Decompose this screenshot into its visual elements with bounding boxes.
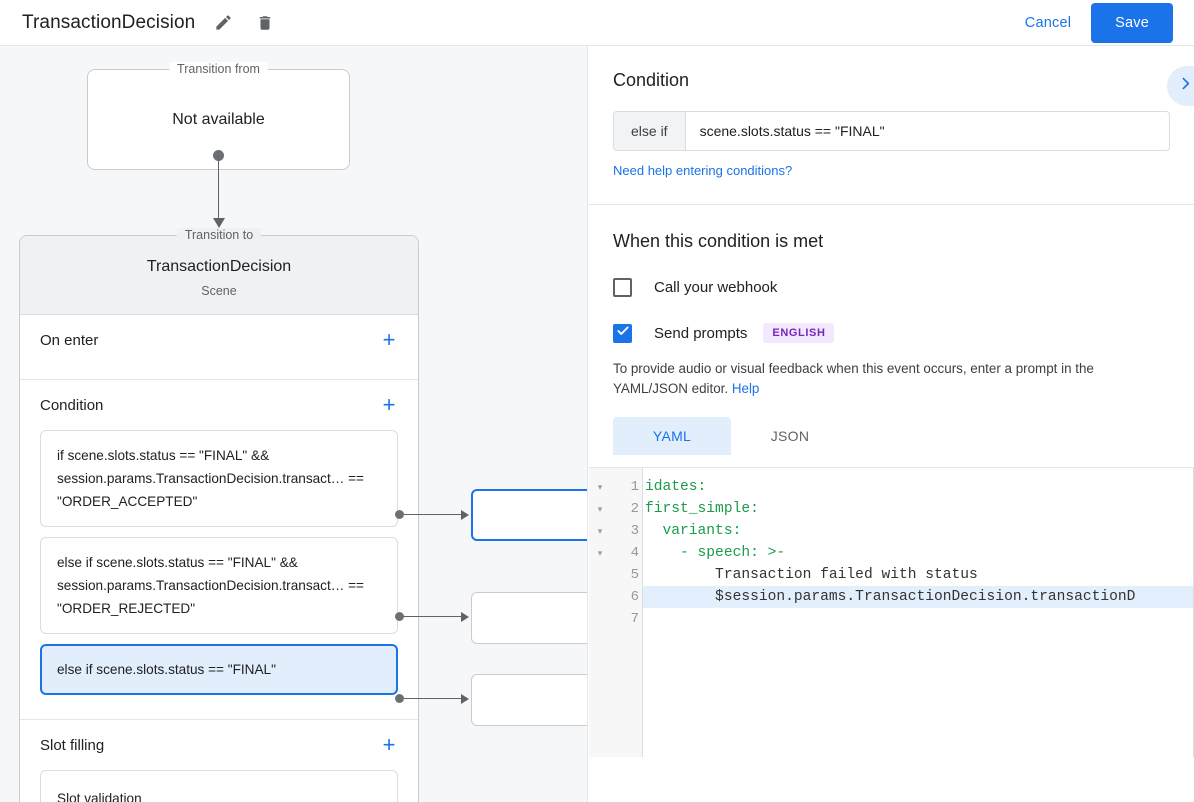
scene-header: Transition to TransactionDecision Scene [20, 228, 418, 315]
transition-connector-arrowhead [213, 218, 225, 228]
section-header: On enter + [20, 315, 418, 365]
add-slot-filling-button[interactable]: + [382, 732, 396, 757]
send-prompts-row[interactable]: Send prompts ENGLISH [613, 323, 1170, 343]
top-bar: TransactionDecision Cancel Save [0, 0, 1194, 46]
section-condition: Condition + if scene.slots.status == "FI… [20, 380, 418, 720]
call-webhook-label: Call your webhook [654, 279, 778, 296]
prompts-description: To provide audio or visual feedback when… [613, 359, 1170, 399]
scene-name: TransactionDecision [146, 258, 292, 275]
condition-heading: Condition [613, 70, 690, 90]
section-on-enter: On enter + [20, 315, 418, 380]
scene-panel: Transition to TransactionDecision Scene … [19, 228, 419, 802]
condition-list-item[interactable]: else if scene.slots.status == "FINAL" &&… [40, 537, 398, 634]
fold-toggle-icon [589, 608, 611, 630]
prompts-description-text: To provide audio or visual feedback when… [613, 361, 1094, 396]
fold-toggle-icon [589, 586, 611, 608]
transition-from-legend: Transition from [169, 62, 268, 76]
line-number: 6 [630, 589, 639, 605]
section-slot-filling: Slot filling + Slot validation [20, 720, 418, 802]
line-number: 5 [630, 567, 639, 583]
language-badge: ENGLISH [763, 323, 835, 343]
scene-graph-canvas[interactable]: Transition from Not available Transition… [0, 46, 588, 802]
line-number: 4 [630, 545, 639, 561]
code-line: - speech: >- [645, 545, 786, 561]
condition-input[interactable] [685, 112, 1169, 150]
condition-prefix-label: else if [614, 112, 686, 150]
code-line [643, 608, 1194, 630]
line-number: 1 [630, 479, 639, 495]
condition-list-item-selected[interactable]: else if scene.slots.status == "FINAL" [40, 644, 398, 695]
editor-format-tabs: YAML JSON [613, 417, 1170, 455]
fold-toggle-icon[interactable]: ▾ [597, 481, 603, 492]
condition-output-node[interactable] [395, 510, 404, 519]
transition-from-value: Not available [172, 110, 265, 128]
webhook-row[interactable]: Call your webhook [613, 278, 1170, 297]
pencil-icon [214, 13, 233, 32]
scene-type: Scene [201, 284, 237, 298]
target-node-selected[interactable] [471, 489, 587, 541]
page-title: TransactionDecision [22, 11, 196, 33]
when-condition-met-section: When this condition is met Call your web… [589, 205, 1194, 455]
fold-gutter: ▾ ▾ ▾ ▾ [589, 468, 611, 757]
target-node[interactable] [471, 674, 587, 726]
condition-editor-section: Condition else if Need help entering con… [589, 46, 1194, 205]
sidebar-item-on-enter: On enter [40, 331, 99, 349]
connector-arrowhead [461, 510, 469, 520]
condition-output-node[interactable] [395, 612, 404, 621]
delete-button[interactable] [251, 9, 279, 37]
connector-arrowhead [461, 694, 469, 704]
target-node[interactable] [471, 592, 587, 644]
connector-arrowhead [461, 612, 469, 622]
sidebar-item-slot-filling: Slot filling [40, 736, 105, 754]
section-header: Condition + [20, 380, 418, 430]
line-number: 7 [630, 611, 639, 627]
add-on-enter-button[interactable]: + [382, 327, 396, 352]
code-line: first_simple: [645, 501, 759, 517]
code-editor[interactable]: ▾ ▾ ▾ ▾ 1 2 3 4 5 6 7 idates: first_simp… [589, 467, 1194, 757]
connector-line [404, 514, 462, 515]
save-button[interactable]: Save [1091, 2, 1173, 43]
line-number-gutter: 1 2 3 4 5 6 7 [611, 468, 643, 757]
tab-yaml[interactable]: YAML [613, 417, 731, 455]
condition-list-item[interactable]: if scene.slots.status == "FINAL" && sess… [40, 430, 398, 527]
when-condition-met-heading: When this condition is met [613, 231, 824, 251]
fold-toggle-icon[interactable]: ▾ [597, 547, 603, 558]
prompts-help-link[interactable]: Help [731, 381, 760, 396]
sidebar-item-condition: Condition [40, 396, 104, 414]
trash-icon [256, 14, 274, 32]
code-line-highlighted: $session.params.TransactionDecision.tran… [643, 586, 1194, 608]
line-number: 2 [630, 501, 639, 517]
slot-validation-item[interactable]: Slot validation [40, 770, 398, 802]
fold-toggle-icon[interactable]: ▾ [597, 503, 603, 514]
send-prompts-checkbox[interactable] [613, 323, 632, 343]
details-panel: Condition else if Need help entering con… [589, 46, 1194, 802]
condition-help-link[interactable]: Need help entering conditions? [613, 163, 793, 178]
code-line: variants: [645, 523, 742, 539]
section-header: Slot filling + [20, 720, 418, 770]
cancel-button[interactable]: Cancel [1013, 7, 1083, 39]
send-prompts-label: Send prompts [654, 324, 748, 342]
call-webhook-checkbox[interactable] [613, 278, 632, 297]
fold-toggle-icon[interactable]: ▾ [597, 525, 603, 536]
condition-output-node[interactable] [395, 694, 404, 703]
fold-toggle-icon [589, 564, 611, 586]
checkmark-icon [616, 324, 630, 343]
tab-json[interactable]: JSON [770, 428, 810, 444]
expand-panel-button[interactable] [1167, 66, 1194, 106]
code-line: idates: [645, 479, 707, 495]
condition-input-row[interactable]: else if [613, 111, 1170, 151]
add-condition-button[interactable]: + [382, 392, 396, 417]
connector-line [404, 698, 462, 699]
code-line: Transaction failed with status [645, 567, 978, 583]
edit-name-button[interactable] [209, 9, 237, 37]
transition-to-legend: Transition to [176, 228, 262, 242]
transition-connector-line [218, 155, 219, 223]
chevron-right-icon [1177, 75, 1194, 97]
code-content[interactable]: idates: first_simple: variants: - speech… [643, 468, 1194, 757]
connector-line [404, 616, 462, 617]
line-number: 3 [630, 523, 639, 539]
